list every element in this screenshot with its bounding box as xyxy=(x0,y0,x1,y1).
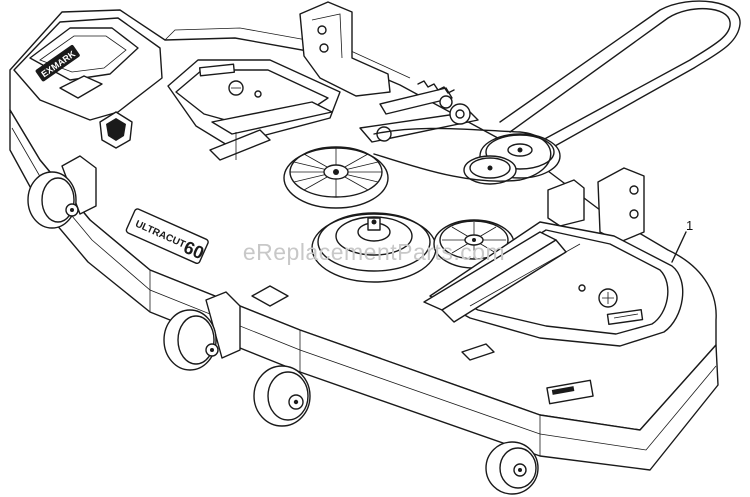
caster-wheel-front-center xyxy=(253,365,311,427)
idler-arm-assembly xyxy=(359,80,479,143)
watermark-text: eReplacementParts.com xyxy=(243,239,505,265)
callout-1: 1 xyxy=(671,218,693,263)
center-lower-pulley xyxy=(311,212,437,283)
caster-wheel-rear-left xyxy=(27,155,97,229)
right-spindle-cover xyxy=(423,221,684,347)
mounting-brackets xyxy=(299,1,645,243)
caster-wheel-front-left xyxy=(163,291,241,371)
left-spindle-cover: EXMARK xyxy=(13,17,163,121)
drive-belt xyxy=(499,0,741,161)
idler-pulleys xyxy=(373,127,561,185)
caster-wheel-front-right xyxy=(485,441,539,495)
callout-label: 1 xyxy=(686,218,693,233)
center-spindle-cover xyxy=(167,59,341,161)
upper-spindle-pulley xyxy=(283,146,389,209)
